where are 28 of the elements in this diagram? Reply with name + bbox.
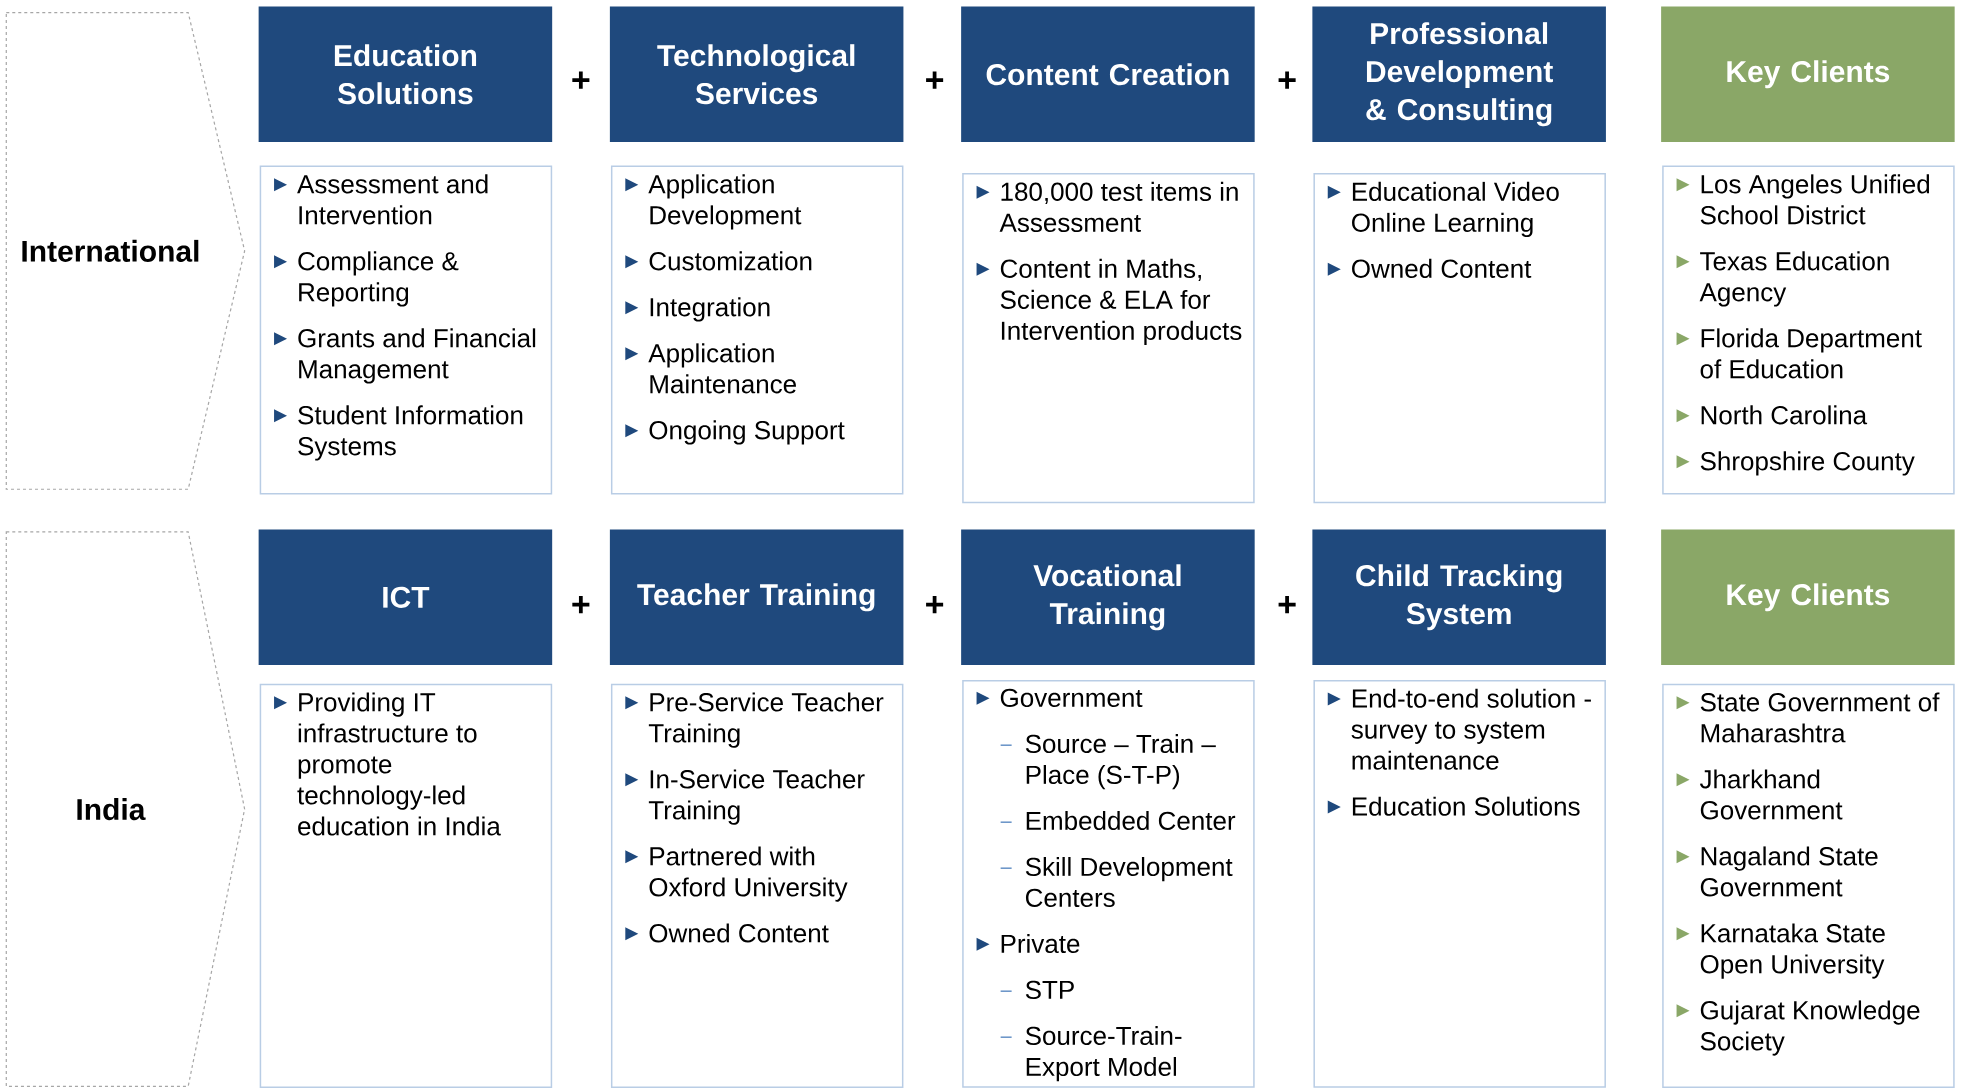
header-box: Vocational Training [961, 529, 1255, 666]
plus-sign: + [1278, 71, 1296, 89]
bullet-list-box: Los Angeles Unified School District Texas Education Agency Florida Department of Education North Carolina Shropshire County [1662, 165, 1955, 495]
bullet-list-box: End-to-end solution - survey to system maintenance Education Solutions [1313, 679, 1606, 1088]
header-box: Key Clients [1661, 6, 1955, 142]
bullet-list-box: Application Development Customization Integration Application Maintenance Ongoing Support [610, 165, 904, 495]
header-box: Professional Development & Consulting [1312, 6, 1606, 142]
plus-sign: + [572, 595, 590, 614]
header-box: ICT [258, 529, 553, 666]
bullet-list-box: Government Source – Train – Place (S-T-P) Embedded Center Skill Development Centers Private STP Source-Train-Export Model [962, 679, 1255, 1088]
header-box: Teacher Training [609, 529, 904, 666]
region-chevron: International [5, 11, 246, 490]
region-chevron: India [5, 531, 246, 1087]
bullet-list-box: Pre-Service Teacher Training In-Service Teacher Training Partnered with Oxford University Owned Content [610, 683, 904, 1088]
header-box: Child Tracking System [1312, 529, 1606, 666]
plus-sign: + [926, 595, 944, 614]
header-box: Education Solutions [258, 6, 553, 142]
plus-sign: + [572, 71, 590, 89]
plus-sign: + [926, 71, 944, 89]
header-box: Key Clients [1661, 529, 1955, 666]
bullet-list-box: State Government of Maharashtra Jharkhand Government Nagaland State Government Karnataka State Open University Gujarat Knowledge Society [1662, 683, 1955, 1088]
plus-sign: + [1278, 595, 1296, 614]
bullet-list-box: Educational Video Online Learning Owned Content [1313, 173, 1606, 504]
header-box: Technological Services [609, 6, 904, 142]
header-box: Content Creation [961, 6, 1255, 142]
bullet-list-box: Providing IT infrastructure to promote technology-led education in India [259, 683, 553, 1088]
bullet-list-box: Assessment and Intervention Compliance & Reporting Grants and Financial Management Student Information Systems [259, 165, 553, 495]
bullet-list-box: 180,000 test items in Assessment Content in Maths, Science & ELA for Intervention products [962, 173, 1255, 504]
